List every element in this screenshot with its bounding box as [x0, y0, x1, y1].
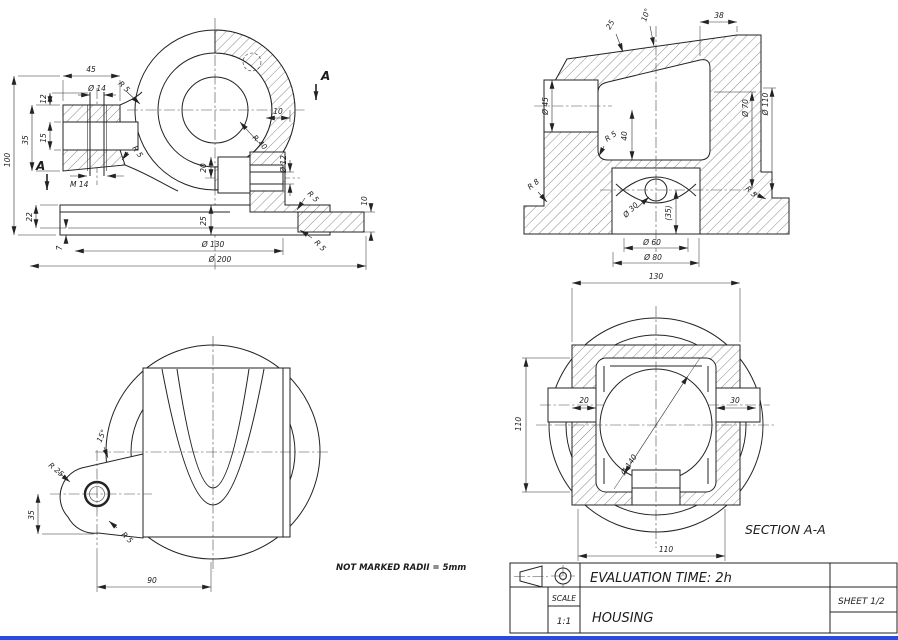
scale-value: 1:1 — [557, 617, 571, 627]
dia-45-label: Ø 45 — [541, 97, 550, 116]
dim-35-label: 35 — [21, 135, 30, 145]
r8-label: R 8 — [526, 177, 541, 192]
datum-target-icon — [551, 565, 575, 588]
dim-10-flange-label: 10 — [360, 196, 369, 206]
dim-25-label: 25 — [199, 216, 208, 226]
section-view-top-right: 38 10° 25 Ø 45 40 R 5 R 8 Ø 30 (35) Ø 60… — [523, 7, 790, 267]
dia-70-label: Ø 70 — [741, 99, 750, 118]
dim-22-label: 22 — [25, 212, 34, 222]
dia-60-label: Ø 60 — [642, 238, 661, 247]
section-aa-title: SECTION A-A — [745, 522, 826, 537]
thread-m14-label: M 14 — [70, 180, 89, 189]
dim-110-bottom-label: 110 — [659, 545, 674, 554]
hidden-hole — [242, 52, 262, 72]
dim-20-label: 20 — [579, 396, 589, 405]
dim-130-label: 130 — [649, 272, 664, 281]
bottom-bar — [0, 636, 898, 640]
dim-35-label: 35 — [27, 510, 36, 520]
ref-35-label: (35) — [664, 205, 673, 220]
dim-12-label: 12 — [39, 94, 48, 104]
dia-14-label: Ø 14 — [87, 84, 106, 93]
top-view: 15° R 25 35 90 R 5 — [27, 336, 330, 592]
dim-10-hub-label: 10 — [273, 107, 283, 116]
scale-label: SCALE — [552, 594, 576, 603]
r5-base-top-label: R 5 — [306, 189, 321, 204]
dim-100-label: 100 — [3, 153, 12, 168]
section-aa-view: 130 110 20 30 Ø 140 110 SECTION A-A — [514, 272, 826, 561]
dia-130-label: Ø 130 — [201, 240, 225, 249]
dim-20-label: 20 — [199, 163, 208, 173]
dia-200-label: Ø 200 — [208, 255, 232, 264]
dim-15-label: 15 — [39, 133, 48, 143]
dim-40-label: 40 — [620, 131, 629, 141]
dim-30-label: 30 — [730, 396, 740, 405]
section-marker-a-left: A — [35, 159, 45, 173]
front-view: 45 12 Ø 14 R 5 35 15 M 14 A A 100 22 — [3, 18, 375, 272]
r5-base-bottom-label: R 5 — [313, 238, 328, 253]
dia-110-label: Ø 110 — [761, 92, 770, 116]
dim-7-label: 7 — [55, 245, 64, 250]
dim-90-label: 90 — [147, 576, 157, 585]
evaluation-time: EVALUATION TIME: 2h — [590, 571, 732, 586]
dim-38-label: 38 — [714, 11, 724, 20]
dim-45-label: 45 — [86, 65, 96, 74]
dim-25-label: 25 — [604, 18, 617, 31]
section-marker-a-top: A — [320, 69, 330, 83]
dia-12-label: Ø 12 — [279, 155, 288, 174]
general-note: NOT MARKED RADII = 5mm — [336, 563, 466, 573]
r5-hub-label: R 5 — [117, 79, 132, 94]
first-angle-projection-icon — [514, 565, 548, 588]
part-name: HOUSING — [592, 611, 653, 626]
angle-10-label: 10° — [639, 7, 652, 23]
dia-80-label: Ø 80 — [643, 253, 662, 262]
dim-110-left-label: 110 — [514, 417, 523, 432]
title-block: EVALUATION TIME: 2h SCALE 1:1 HOUSING SH… — [509, 562, 898, 634]
sheet-number: SHEET 1/2 — [838, 597, 885, 607]
